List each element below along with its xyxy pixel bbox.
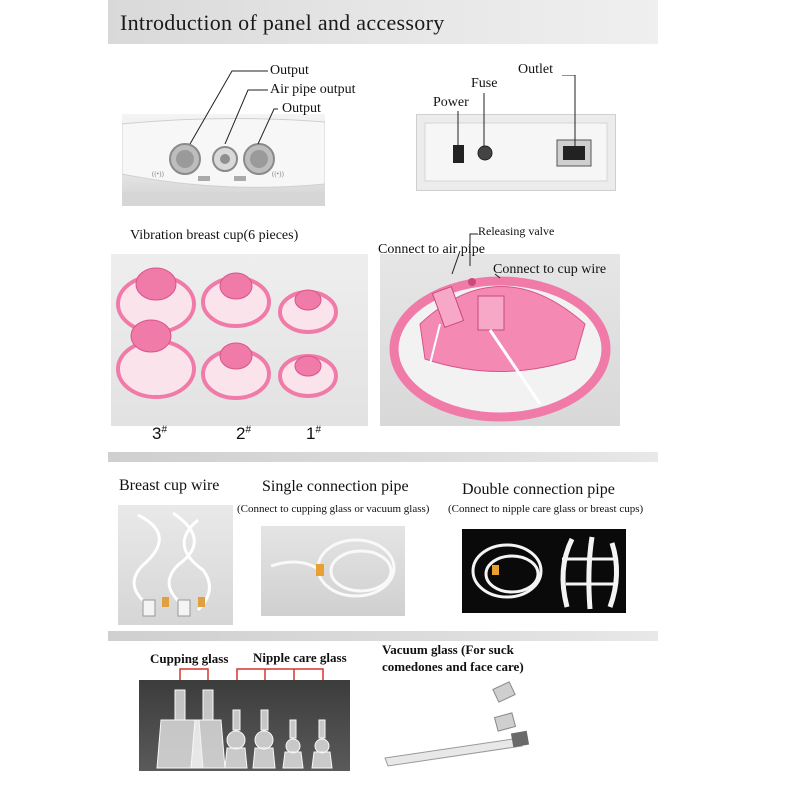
section-separator-1 (108, 452, 658, 462)
cup-wire-photo (118, 505, 233, 625)
label-connect-air-pipe: Connect to air pipe (378, 242, 485, 257)
single-pipe-note: (Connect to cupping glass or vacuum glas… (237, 503, 430, 515)
svg-text:((•)): ((•)) (152, 170, 164, 178)
label-power: Power (433, 95, 469, 110)
cup-detail-leader-lines (451, 233, 501, 279)
label-outlet: Outlet (518, 62, 553, 77)
front-panel-photo: ((•)) ((•)) (122, 114, 325, 206)
breast-cup-title: Vibration breast cup(6 pieces) (130, 228, 299, 243)
vacuum-glass-label-line2: comedones and face care) (382, 659, 524, 674)
double-pipe-title: Double connection pipe (462, 481, 615, 498)
back-panel-photo (416, 114, 616, 191)
label-air-pipe-output: Air pipe output (270, 82, 356, 97)
front-panel-leader-lines (189, 70, 278, 144)
label-output-bottom: Output (282, 101, 321, 116)
cup-size-3: 3# (152, 424, 168, 443)
label-output-top: Output (270, 63, 309, 78)
double-pipe-photo (462, 529, 626, 613)
back-panel-leader-lines (457, 75, 576, 147)
cupping-glass-label: Cupping glass (150, 651, 229, 666)
header-bar (108, 0, 658, 44)
cup-size-1: 1# (306, 424, 322, 443)
label-fuse: Fuse (471, 76, 498, 91)
single-pipe-photo (261, 526, 405, 616)
vacuum-glass-photo (380, 680, 540, 770)
page-title: Introduction of panel and accessory (120, 10, 445, 35)
vacuum-glass-label-line1: Vacuum glass (For suck (382, 642, 514, 657)
breast-cups-photo (111, 254, 368, 426)
section-separator-2 (108, 631, 658, 641)
glass-set-photo (139, 680, 350, 771)
cup-detail-photo (380, 254, 620, 426)
nipple-care-glass-label: Nipple care glass (253, 650, 347, 665)
svg-text:((•)): ((•)) (272, 170, 284, 178)
single-pipe-title: Single connection pipe (262, 478, 409, 495)
cup-size-2: 2# (236, 424, 252, 443)
label-connect-cup-wire: Connect to cup wire (493, 262, 607, 277)
double-pipe-note: (Connect to nipple care glass or breast … (448, 503, 644, 515)
cup-wire-title: Breast cup wire (119, 477, 220, 494)
label-releasing-valve: Releasing valve (478, 224, 555, 238)
